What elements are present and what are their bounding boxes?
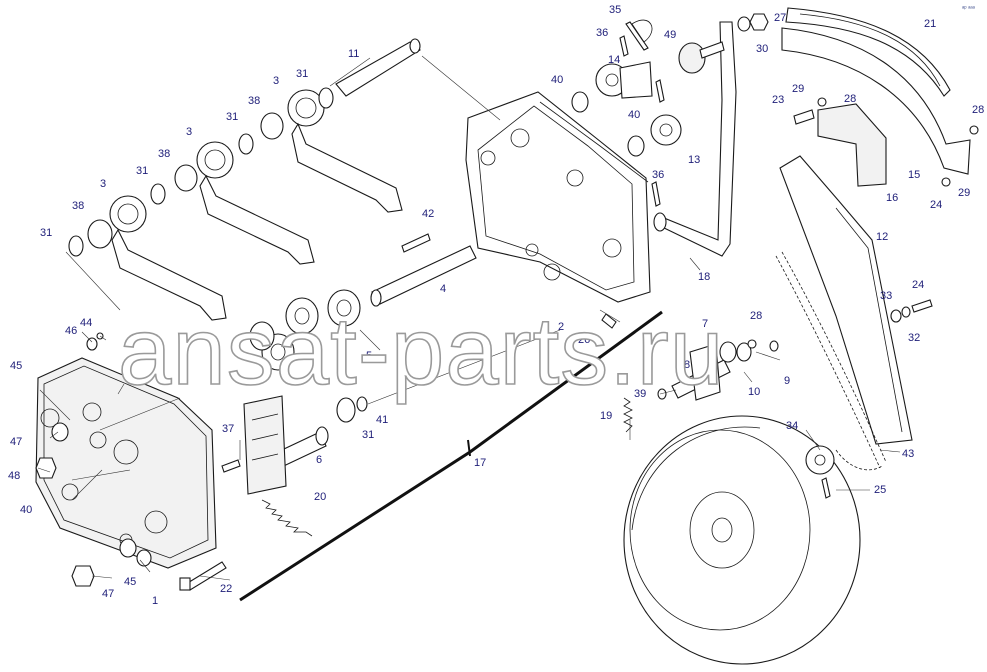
callout-25: 25 — [874, 484, 886, 496]
gearbox-housing-cover — [465, 91, 651, 303]
callout-28-c: 28 — [750, 310, 762, 322]
bearing-cluster-5 — [249, 289, 361, 371]
callout-labels: 35 36 49 27 30 21 11 14 40 31 3 38 29 28… — [8, 4, 984, 607]
group-bracket-17 — [239, 310, 663, 602]
callout-34: 34 — [786, 420, 798, 432]
sprocket-34 — [805, 445, 835, 499]
callout-36: 36 — [596, 27, 608, 39]
callout-2: 2 — [558, 321, 564, 333]
callout-6: 6 — [316, 454, 322, 466]
axle-assembly — [657, 341, 752, 401]
callout-40-bot: 40 — [20, 504, 32, 516]
callout-46: 46 — [65, 325, 77, 337]
spring-20 — [261, 499, 313, 537]
callout-13: 13 — [688, 154, 700, 166]
callout-47-a: 47 — [10, 436, 22, 448]
callout-15: 15 — [908, 169, 920, 181]
bracket-15 — [781, 27, 971, 175]
callout-8: 8 — [684, 359, 690, 371]
callout-1: 1 — [152, 595, 158, 607]
sprocket-13 — [650, 114, 682, 146]
callout-37: 37 — [222, 423, 234, 435]
callout-10: 10 — [748, 386, 760, 398]
callout-40-mid: 40 — [628, 109, 640, 121]
callout-28-a: 28 — [844, 93, 856, 105]
callout-3-a: 3 — [273, 75, 279, 87]
callout-39: 39 — [634, 388, 646, 400]
sprocket-14 — [595, 61, 653, 99]
callout-20: 20 — [314, 491, 326, 503]
lever-rod-18 — [653, 21, 737, 257]
callout-41: 41 — [376, 414, 388, 426]
callout-14: 14 — [608, 54, 620, 66]
callout-31-e: 31 — [362, 429, 374, 441]
callout-42: 42 — [422, 208, 434, 220]
arm-washers — [68, 87, 334, 257]
lever-arm-1 — [109, 195, 227, 321]
callout-24-a: 24 — [930, 199, 942, 211]
callout-48: 48 — [8, 470, 20, 482]
callout-11: 11 — [348, 48, 359, 60]
callout-9: 9 — [784, 375, 790, 387]
leader-lines — [37, 55, 901, 581]
spring-19 — [623, 397, 633, 433]
callout-5: 5 — [366, 350, 372, 362]
bolt-22 — [179, 561, 227, 591]
callout-40-top: 40 — [551, 74, 563, 86]
callout-3-c: 3 — [100, 178, 106, 190]
lever-arm-2 — [196, 141, 315, 265]
callout-23: 23 — [772, 94, 784, 106]
callout-26: 26 — [578, 334, 590, 346]
shaft-11 — [335, 38, 421, 97]
callout-45-a: 45 — [10, 360, 22, 372]
callout-31-a: 31 — [296, 68, 308, 80]
callout-17: 17 — [474, 457, 486, 469]
callout-32: 32 — [908, 332, 920, 344]
curved-shield-21 — [785, 7, 951, 97]
callout-29-b: 29 — [958, 187, 970, 199]
callout-22: 22 — [220, 583, 232, 595]
callout-27: 27 — [774, 12, 786, 24]
callout-31-c: 31 — [136, 165, 148, 177]
callout-28-b: 28 — [972, 104, 984, 116]
callout-45-b: 45 — [124, 576, 136, 588]
callout-35: 35 — [609, 4, 621, 16]
knob-49 — [678, 41, 725, 74]
small-hardware — [35, 13, 979, 587]
callout-19: 19 — [600, 410, 612, 422]
callout-29-a: 29 — [792, 83, 804, 95]
callout-33: 33 — [880, 290, 892, 302]
callout-49: 49 — [664, 29, 676, 41]
callout-30: 30 — [756, 43, 768, 55]
block-16 — [817, 103, 887, 187]
callout-38-c: 38 — [72, 200, 84, 212]
gearbox-housing-small — [35, 357, 217, 569]
lever-arm-3 — [287, 89, 403, 213]
callout-47-b: 47 — [102, 588, 114, 600]
callout-31-d: 31 — [40, 227, 52, 239]
callout-12: 12 — [876, 231, 888, 243]
watermark-text: ansat-parts.ru — [118, 298, 724, 405]
sliding-plate — [243, 395, 287, 495]
callout-31-b: 31 — [226, 111, 238, 123]
chain-guard-12 — [779, 155, 913, 445]
callout-7: 7 — [702, 318, 708, 330]
callout-43: 43 — [902, 448, 914, 460]
callout-18: 18 — [698, 271, 710, 283]
chain-43 — [775, 251, 887, 471]
callout-16: 16 — [886, 192, 898, 204]
wheel — [623, 415, 861, 665]
callout-38-b: 38 — [158, 148, 170, 160]
callout-36-b: 36 — [652, 169, 664, 181]
callout-44: 44 — [80, 317, 92, 329]
callout-24-b: 24 — [912, 279, 924, 291]
callout-3-b: 3 — [186, 126, 192, 138]
callout-4: 4 — [440, 283, 446, 295]
corner-logo: ᵃᵖ ᵃᵃᵃ — [962, 6, 976, 12]
callout-38-a: 38 — [248, 95, 260, 107]
callout-21: 21 — [924, 18, 936, 30]
pin-35 — [625, 19, 653, 51]
shaft-4 — [370, 233, 477, 307]
